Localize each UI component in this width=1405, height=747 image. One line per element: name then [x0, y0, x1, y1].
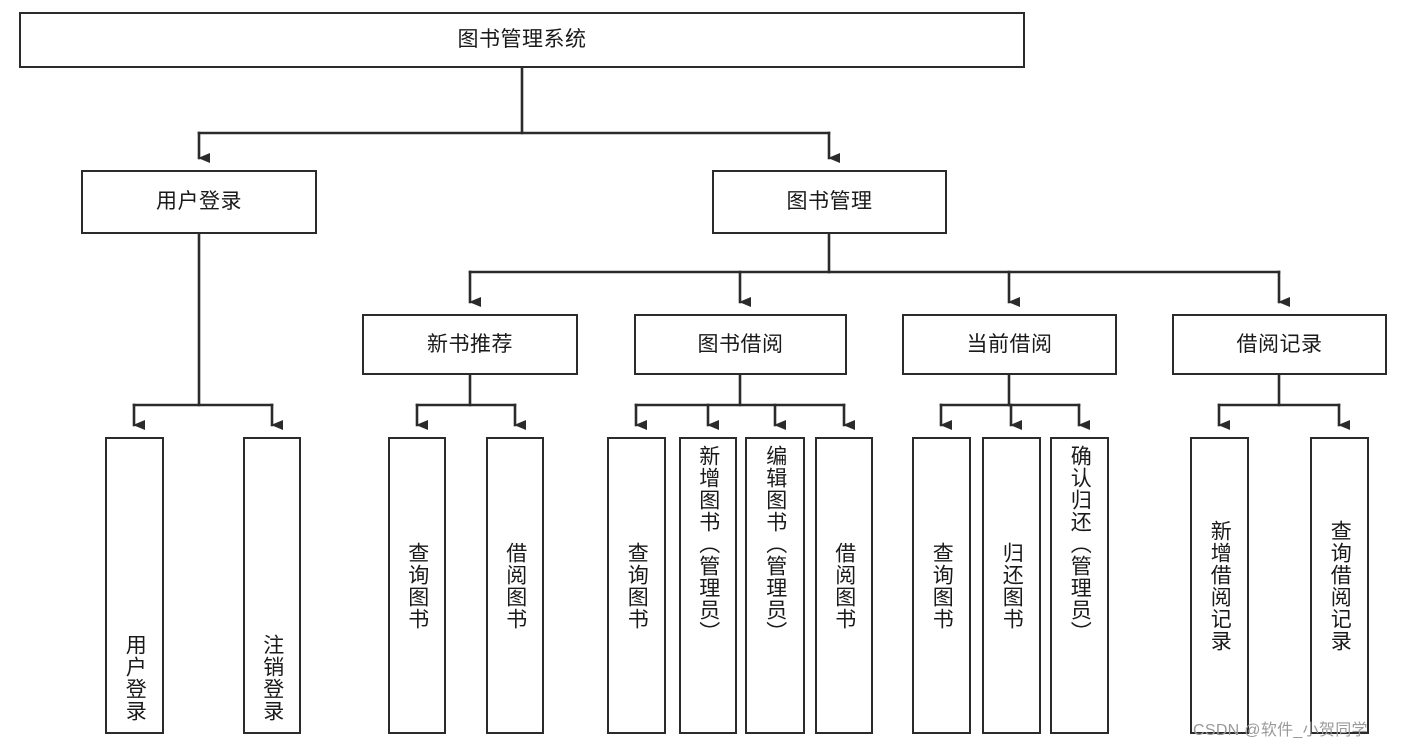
- leaf-user-login-label: 用户登录: [123, 634, 147, 722]
- leaf-query-book-borrow-label: 查询图书: [625, 541, 649, 630]
- leaf-edit-book-admin[interactable]: 编辑图书（管理员）: [745, 437, 805, 734]
- leaf-user-login[interactable]: 用户登录: [105, 437, 164, 734]
- leaf-query-borrow-record-label: 查询借阅记录: [1328, 519, 1352, 652]
- leaf-add-book-admin[interactable]: 新增图书（管理员）: [679, 437, 737, 734]
- leaf-borrow-book-label: 借阅图书: [832, 541, 856, 630]
- leaf-add-borrow-record-label: 新增借阅记录: [1208, 519, 1232, 652]
- leaf-query-book-recommend[interactable]: 查询图书: [388, 437, 446, 734]
- leaf-borrow-book-recommend-label: 借阅图书: [503, 541, 527, 630]
- leaf-confirm-return-admin-label: 确认归还（管理员）: [1068, 445, 1092, 643]
- leaf-logout-login-label: 注销登录: [260, 634, 284, 722]
- node-borrow-record[interactable]: 借阅记录: [1172, 314, 1387, 375]
- node-current-borrow-label: 当前借阅: [966, 332, 1053, 356]
- node-user-login[interactable]: 用户登录: [81, 170, 317, 234]
- leaf-logout-login[interactable]: 注销登录: [243, 437, 301, 734]
- node-book-borrow[interactable]: 图书借阅: [634, 314, 847, 375]
- leaf-borrow-book-recommend[interactable]: 借阅图书: [486, 437, 544, 734]
- node-book-management[interactable]: 图书管理: [712, 170, 947, 234]
- leaf-borrow-book[interactable]: 借阅图书: [815, 437, 873, 734]
- node-new-book-recommend[interactable]: 新书推荐: [362, 314, 578, 375]
- watermark: CSDN @软件_小贺同学: [1193, 722, 1368, 739]
- node-user-login-label: 用户登录: [156, 190, 242, 214]
- node-root[interactable]: 图书管理系统: [19, 12, 1025, 68]
- node-borrow-record-label: 借阅记录: [1236, 332, 1323, 356]
- leaf-query-book-recommend-label: 查询图书: [405, 541, 429, 630]
- leaf-return-book[interactable]: 归还图书: [982, 437, 1041, 734]
- node-new-book-recommend-label: 新书推荐: [427, 332, 513, 356]
- leaf-add-borrow-record[interactable]: 新增借阅记录: [1190, 437, 1249, 734]
- leaf-confirm-return-admin[interactable]: 确认归还（管理员）: [1050, 437, 1109, 734]
- leaf-return-book-label: 归还图书: [1000, 541, 1024, 630]
- node-book-borrow-label: 图书借阅: [697, 332, 784, 356]
- leaf-query-book-current-label: 查询图书: [930, 541, 954, 630]
- node-book-management-label: 图书管理: [786, 190, 873, 214]
- node-root-label: 图书管理系统: [457, 28, 587, 52]
- leaf-query-book-borrow[interactable]: 查询图书: [607, 437, 666, 734]
- leaf-query-book-current[interactable]: 查询图书: [912, 437, 971, 734]
- leaf-edit-book-admin-label: 编辑图书（管理员）: [763, 445, 787, 643]
- leaf-query-borrow-record[interactable]: 查询借阅记录: [1310, 437, 1369, 734]
- leaf-add-book-admin-label: 新增图书（管理员）: [696, 445, 720, 643]
- node-current-borrow[interactable]: 当前借阅: [902, 314, 1117, 375]
